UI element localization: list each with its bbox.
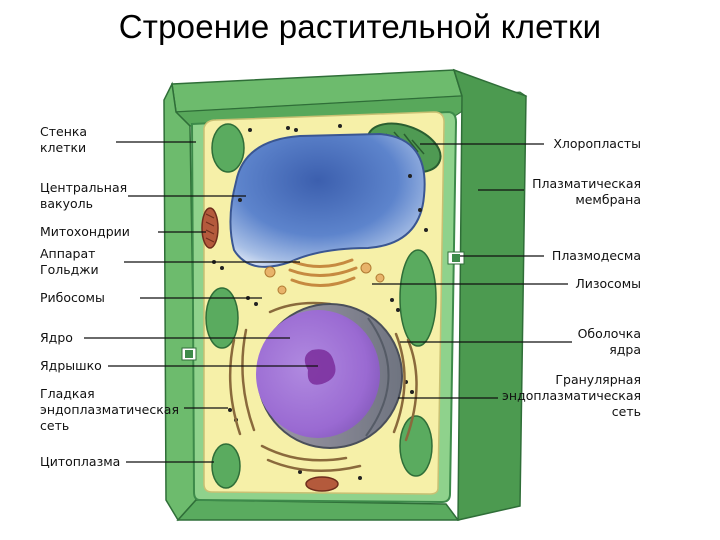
label-central-vacuole: Центральная вакуоль — [40, 180, 127, 211]
lysosomes — [264, 262, 385, 295]
svg-text:Гранулярная: Гранулярная — [555, 372, 641, 387]
diagram-title: Строение растительной клетки — [118, 8, 602, 45]
svg-text:Центральная: Центральная — [40, 180, 127, 195]
label-nuclear-envelope: Оболочка ядра — [578, 326, 641, 357]
svg-text:Рибосомы: Рибосомы — [40, 290, 105, 305]
svg-text:Плазмодесма: Плазмодесма — [552, 248, 641, 263]
svg-text:Аппарат: Аппарат — [40, 246, 95, 261]
mitochondria — [201, 207, 339, 492]
svg-text:Цитоплазма: Цитоплазма — [40, 454, 120, 469]
label-nucleolus: Ядрышко — [40, 358, 102, 373]
label-mitochondria: Митохондрии — [40, 224, 130, 239]
plasmodesma-structures — [181, 251, 465, 361]
svg-text:мембрана: мембрана — [575, 192, 641, 207]
svg-text:Оболочка: Оболочка — [578, 326, 641, 341]
svg-text:сеть: сеть — [40, 418, 69, 433]
svg-text:Ядро: Ядро — [40, 330, 73, 345]
rough-er — [228, 301, 418, 473]
central-vacuole — [229, 132, 426, 268]
svg-text:Гладкая: Гладкая — [40, 386, 95, 401]
svg-text:Ядрышко: Ядрышко — [40, 358, 102, 373]
svg-text:эндоплазматическая: эндоплазматическая — [502, 388, 641, 403]
svg-text:клетки: клетки — [40, 140, 86, 155]
label-chloroplasts: Хлоропласты — [553, 136, 641, 151]
label-golgi: Аппарат Гольджи — [40, 246, 99, 277]
label-rough-er: Гранулярная эндоплазматическая сеть — [502, 372, 641, 419]
svg-text:Плазматическая: Плазматическая — [532, 176, 641, 191]
svg-text:Лизосомы: Лизосомы — [575, 276, 641, 291]
golgi-apparatus — [288, 258, 358, 288]
label-ribosomes: Рибосомы — [40, 290, 105, 305]
svg-text:Хлоропласты: Хлоропласты — [553, 136, 641, 151]
label-cell-wall: Стенка клетки — [40, 124, 87, 155]
label-lysosomes: Лизосомы — [575, 276, 641, 291]
svg-text:Гольджи: Гольджи — [40, 262, 99, 277]
svg-text:Митохондрии: Митохондрии — [40, 224, 130, 239]
label-nucleus: Ядро — [40, 330, 73, 345]
label-plasmodesma: Плазмодесма — [552, 248, 641, 263]
label-cytoplasm: Цитоплазма — [40, 454, 120, 469]
svg-text:эндоплазматическая: эндоплазматическая — [40, 402, 179, 417]
label-smooth-er: Гладкая эндоплазматическая сеть — [40, 386, 179, 433]
svg-text:ядра: ядра — [609, 342, 641, 357]
nucleolus — [304, 349, 336, 385]
svg-text:вакуоль: вакуоль — [40, 196, 93, 211]
leader-lines — [84, 141, 572, 463]
label-plasma-membrane: Плазматическая мембрана — [532, 176, 641, 207]
svg-text:Стенка: Стенка — [40, 124, 87, 139]
svg-text:сеть: сеть — [612, 404, 641, 419]
